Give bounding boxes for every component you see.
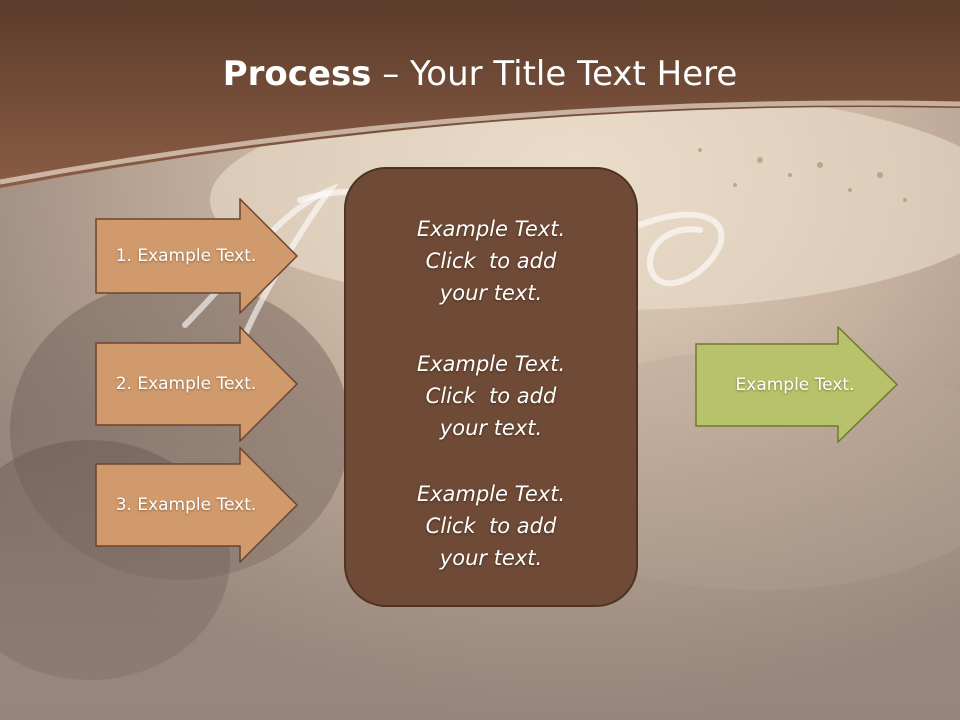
block-1-line-3: your text. [439,281,543,305]
center-text-box[interactable]: Example Text. Click to add your text. Ex… [344,167,638,607]
center-text-block-3: Example Text. Click to add your text. [346,478,636,574]
block-2-line-3: your text. [439,416,543,440]
result-label: Example Text. [735,374,855,395]
step-arrow-shape [95,326,299,442]
step-arrow-shape [95,447,299,563]
step-label-1: 1. Example Text. [115,246,257,266]
block-1-line-2: Click to add [425,249,557,273]
block-3-line-1: Example Text. [416,482,566,506]
step-label-2: 2. Example Text. [115,374,257,394]
block-1-line-1: Example Text. [416,217,566,241]
step-label-3: 3. Example Text. [115,495,257,515]
block-3-line-3: your text. [439,546,543,570]
step-arrow-1[interactable]: 1. Example Text. [95,198,299,314]
block-2-line-1: Example Text. [416,352,566,376]
result-arrow-shape [695,326,899,443]
step-arrow-2[interactable]: 2. Example Text. [95,326,299,442]
step-arrow-3[interactable]: 3. Example Text. [95,447,299,563]
slide-title: Process – Your Title Text Here [0,52,960,96]
block-2-line-2: Click to add [425,384,557,408]
result-arrow[interactable]: Example Text. [695,326,899,443]
title-rest-text: – Your Title Text Here [371,54,738,94]
center-text-block-2: Example Text. Click to add your text. [346,348,636,444]
title-bold-text: Process [222,54,372,94]
center-text-block-1: Example Text. Click to add your text. [346,213,636,309]
step-arrow-shape [95,198,299,314]
block-3-line-2: Click to add [425,514,557,538]
